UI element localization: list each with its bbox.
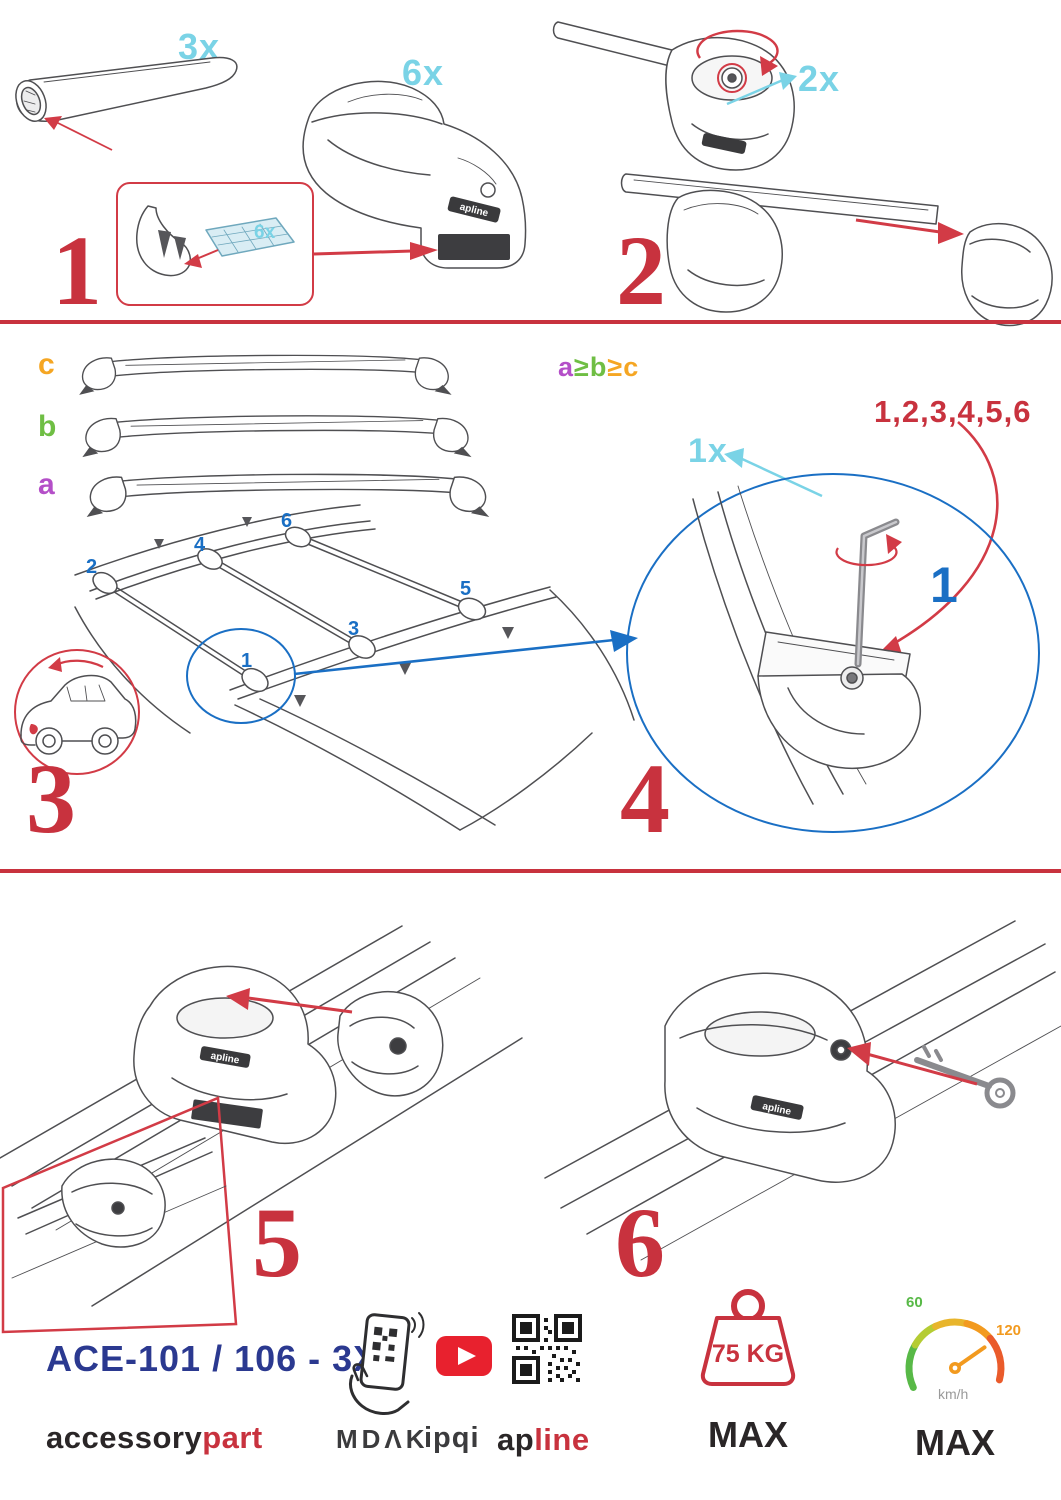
cover-cap-drawing: apline (0, 925, 523, 1334)
rule-a: a (558, 352, 575, 382)
step2-section: 2x 2 (540, 0, 1061, 327)
crossbar-drawing (15, 56, 238, 151)
apline-logo: apline (497, 1422, 590, 1458)
foot-logo-step5: apline (199, 1046, 251, 1068)
lock-key-drawing: apline (544, 920, 1061, 1261)
bar-b-drawing (72, 400, 480, 458)
lock-foot-drawing (552, 21, 795, 171)
step1-number: 1 (52, 215, 102, 326)
model-number-text: ACE-101 / 106 - 3X (46, 1338, 379, 1379)
foot1-highlight-circle (186, 628, 296, 724)
step5-number: 5 (252, 1187, 302, 1298)
qr-code (512, 1314, 582, 1384)
speed-limit: 60 120 km/h MAX (888, 1288, 1022, 1488)
mdak-logo-text: MDΛK (336, 1424, 429, 1454)
speed-120-label: 120 (996, 1322, 1022, 1339)
position-5: 5 (460, 578, 472, 600)
position-2: 2 (86, 556, 98, 578)
weight-limit: 75 KG MAX (683, 1282, 813, 1482)
bar-c-drawing (72, 340, 457, 396)
key-drawing (914, 1045, 1016, 1109)
step1-section: 3x 6x (0, 0, 540, 326)
foot-drawing: apline (302, 80, 527, 269)
pad-quantity-label: 6x (254, 222, 276, 243)
pad-detail-inset: 6x (116, 182, 314, 306)
weight-max-label: MAX (708, 1414, 788, 1455)
position-3: 3 (348, 618, 360, 640)
step4-number: 4 (620, 743, 670, 854)
tighten-order-text: 1,2,3,4,5,6 (874, 394, 1032, 429)
step2-number: 2 (616, 215, 666, 326)
step3-section: c b a a≥b≥c (0, 330, 660, 870)
speed-max-label: MAX (915, 1422, 995, 1463)
step6-section: apline 6 (544, 880, 1061, 1350)
speed-unit-label: km/h (938, 1386, 969, 1402)
pad-detail-drawing (136, 205, 295, 277)
key-qty-arrow (726, 72, 797, 106)
brand-line: line (534, 1422, 590, 1457)
zoom-pointer-arrow (293, 630, 638, 676)
size-rule: a≥b≥c (558, 352, 639, 383)
ipqi-logo-text: ipqi (424, 1422, 480, 1454)
accessorypart-logo: accessorypart (46, 1420, 263, 1456)
insert-pad-arrow (313, 242, 438, 260)
brand-part: part (202, 1420, 263, 1455)
foot-logo: apline (447, 196, 501, 223)
footer-section: ACE-101 / 106 - 3X accessorypart MDΛK (0, 1280, 1061, 1500)
zoom-detail-circle (626, 473, 1040, 833)
rule-b: b (589, 352, 608, 382)
weight-value: 75 KG (712, 1340, 784, 1368)
step5-section: apline 5 (0, 880, 545, 1350)
brand-ap: ap (497, 1422, 535, 1457)
step6-number: 6 (615, 1187, 665, 1298)
bar-c-label: c (38, 348, 55, 381)
bar-a-label: a (38, 468, 55, 501)
tightening-detail-drawing (692, 485, 921, 805)
section-divider-1 (0, 320, 1061, 324)
youtube-icon (436, 1336, 492, 1376)
step4-section: 1,2,3,4,5,6 1x (620, 380, 1061, 870)
weight-icon: 75 KG (700, 1289, 796, 1386)
step3-number: 3 (26, 743, 76, 854)
speed-60-label: 60 (906, 1294, 923, 1311)
section-divider-2 (0, 869, 1061, 873)
car-direction-inset (14, 649, 140, 775)
rule-c: c (623, 352, 640, 382)
phone-scan-icon (348, 1312, 425, 1415)
key-single-qty-label: 1x (688, 432, 728, 470)
position-6: 6 (281, 510, 293, 532)
rule-ge1: ≥ (574, 352, 590, 382)
key-quantity-label: 2x (798, 58, 841, 99)
svg-text:apline: apline (210, 1051, 241, 1067)
brand-accessory: accessory (46, 1420, 203, 1455)
position-4: 4 (194, 534, 206, 556)
bar-endcap-drawing (620, 173, 1053, 327)
speedometer-icon (905, 1318, 1005, 1391)
rule-ge2: ≥ (607, 352, 624, 382)
first-position-number: 1 (930, 557, 958, 613)
bar-b-label: b (38, 410, 57, 443)
